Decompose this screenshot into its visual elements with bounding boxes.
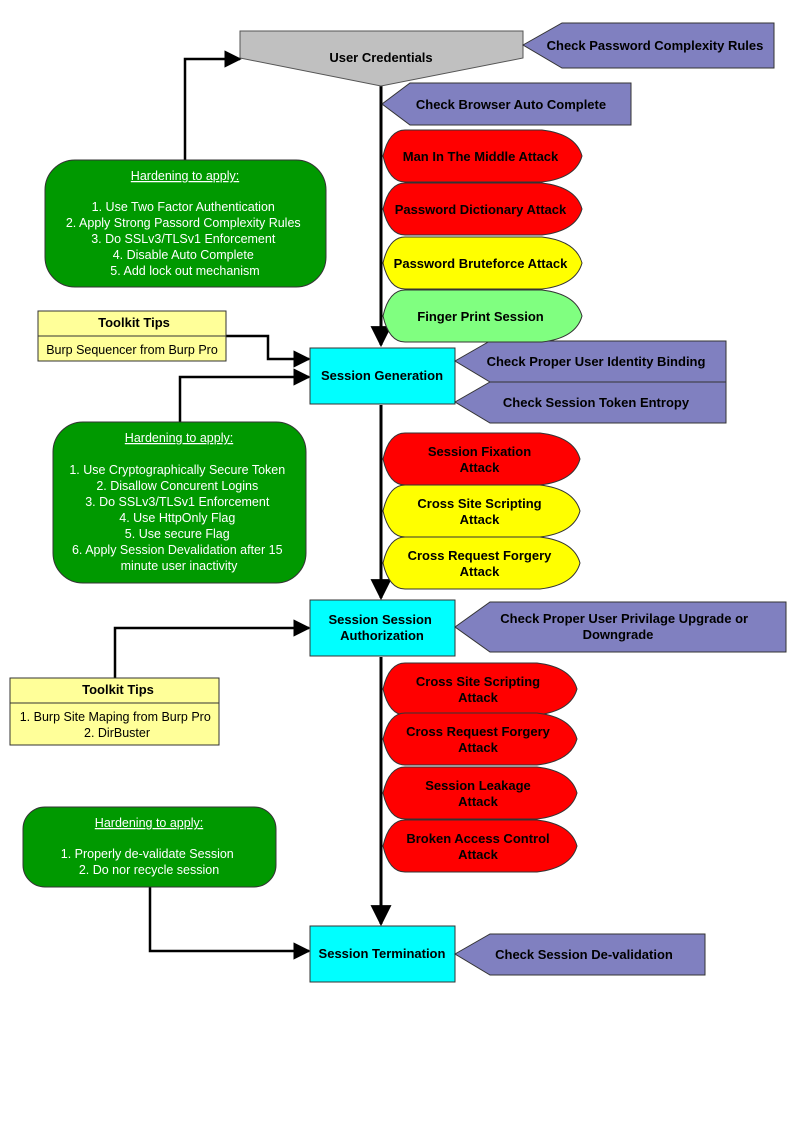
check-privilege-change: Check Proper User Privilage Upgrade or D… — [454, 601, 787, 653]
attack-label: Finger Print Session — [417, 309, 543, 324]
check-token-entropy-label: Check Session Token Entropy — [503, 395, 690, 410]
attack-label: Password Bruteforce Attack — [394, 256, 568, 271]
stage-session-authorization-label: Session Session Authorization — [329, 612, 436, 643]
check-user-identity-binding: Check Proper User Identity Binding — [454, 340, 727, 383]
toolkit-tips-authorization-title: Toolkit Tips — [82, 682, 154, 697]
hardening-credentials-items: 1. Use Two Factor Authentication 2. Appl… — [66, 200, 304, 278]
check-password-complexity-label: Check Password Complexity Rules — [547, 38, 764, 53]
check-privilege-change-label: Check Proper User Privilage Upgrade or D… — [500, 611, 751, 642]
connector-hardening-generation — [178, 368, 311, 422]
stage-user-credentials: User Credentials — [239, 30, 524, 87]
toolkit-tips-generation-item: Burp Sequencer from Burp Pro — [46, 343, 218, 357]
attack-shape — [382, 129, 583, 183]
hardening-termination-box: Hardening to apply: 1. Properly de-valid… — [22, 806, 277, 888]
attack-shape — [382, 182, 583, 236]
check-devalidation-label: Check Session De-validation — [495, 947, 673, 962]
attack-shape — [382, 819, 578, 873]
hardening-generation-items: 1. Use Cryptographically Secure Token 2.… — [69, 463, 288, 573]
hardening-generation-box: Hardening to apply: 1. Use Cryptographic… — [52, 421, 307, 584]
check-devalidation: Check Session De-validation — [454, 933, 706, 976]
attack-credentials-2: Password Bruteforce Attack — [382, 236, 583, 290]
attack-shape — [382, 712, 578, 766]
toolkit-tips-authorization: Toolkit Tips 1. Burp Site Maping from Bu… — [9, 677, 220, 746]
attack-shape — [382, 766, 578, 820]
check-user-identity-binding-label: Check Proper User Identity Binding — [487, 354, 706, 369]
hardening-generation-title: Hardening to apply: — [125, 431, 233, 445]
check-password-complexity: Check Password Complexity Rules — [521, 22, 775, 69]
check-browser-autocomplete: Check Browser Auto Complete — [381, 82, 632, 126]
attack-shape — [382, 484, 581, 538]
attack-credentials-3: Finger Print Session — [382, 289, 583, 343]
toolkit-tips-authorization-items: 1. Burp Site Maping from Burp Pro 2. Dir… — [20, 710, 215, 740]
attack-shape — [382, 289, 583, 343]
stage-user-credentials-label: User Credentials — [329, 50, 432, 65]
toolkit-tips-generation-title: Toolkit Tips — [98, 315, 170, 330]
attack-shape — [382, 536, 581, 590]
stage-session-termination: Session Termination — [309, 925, 456, 983]
hardening-credentials-box: Hardening to apply: 1. Use Two Factor Au… — [44, 159, 327, 288]
connector-hardening-credentials — [183, 50, 242, 160]
attack-credentials-0: Man In The Middle Attack — [382, 129, 583, 183]
hardening-termination-title: Hardening to apply: — [95, 816, 203, 830]
attack-label: Password Dictionary Attack — [395, 202, 567, 217]
attack-shape — [382, 236, 583, 290]
connector-tips-authorization — [113, 619, 311, 678]
attack-shape — [382, 662, 578, 716]
attack-credentials-1: Password Dictionary Attack — [382, 182, 583, 236]
stage-session-authorization: Session Session Authorization — [309, 599, 456, 657]
connector-tips-generation — [226, 334, 311, 368]
hardening-credentials-title: Hardening to apply: — [131, 169, 239, 183]
connector-hardening-termination — [148, 887, 311, 960]
check-browser-autocomplete-label: Check Browser Auto Complete — [416, 97, 606, 112]
attack-shape — [382, 432, 581, 486]
attack-label: Man In The Middle Attack — [403, 149, 559, 164]
stage-session-generation: Session Generation — [309, 347, 456, 405]
stage-session-generation-label: Session Generation — [321, 368, 443, 383]
check-token-entropy: Check Session Token Entropy — [454, 381, 727, 424]
toolkit-tips-generation: Toolkit Tips Burp Sequencer from Burp Pr… — [37, 310, 227, 362]
hardening-termination-items: 1. Properly de-validate Session 2. Do no… — [61, 847, 238, 877]
stage-session-termination-label: Session Termination — [319, 946, 446, 961]
